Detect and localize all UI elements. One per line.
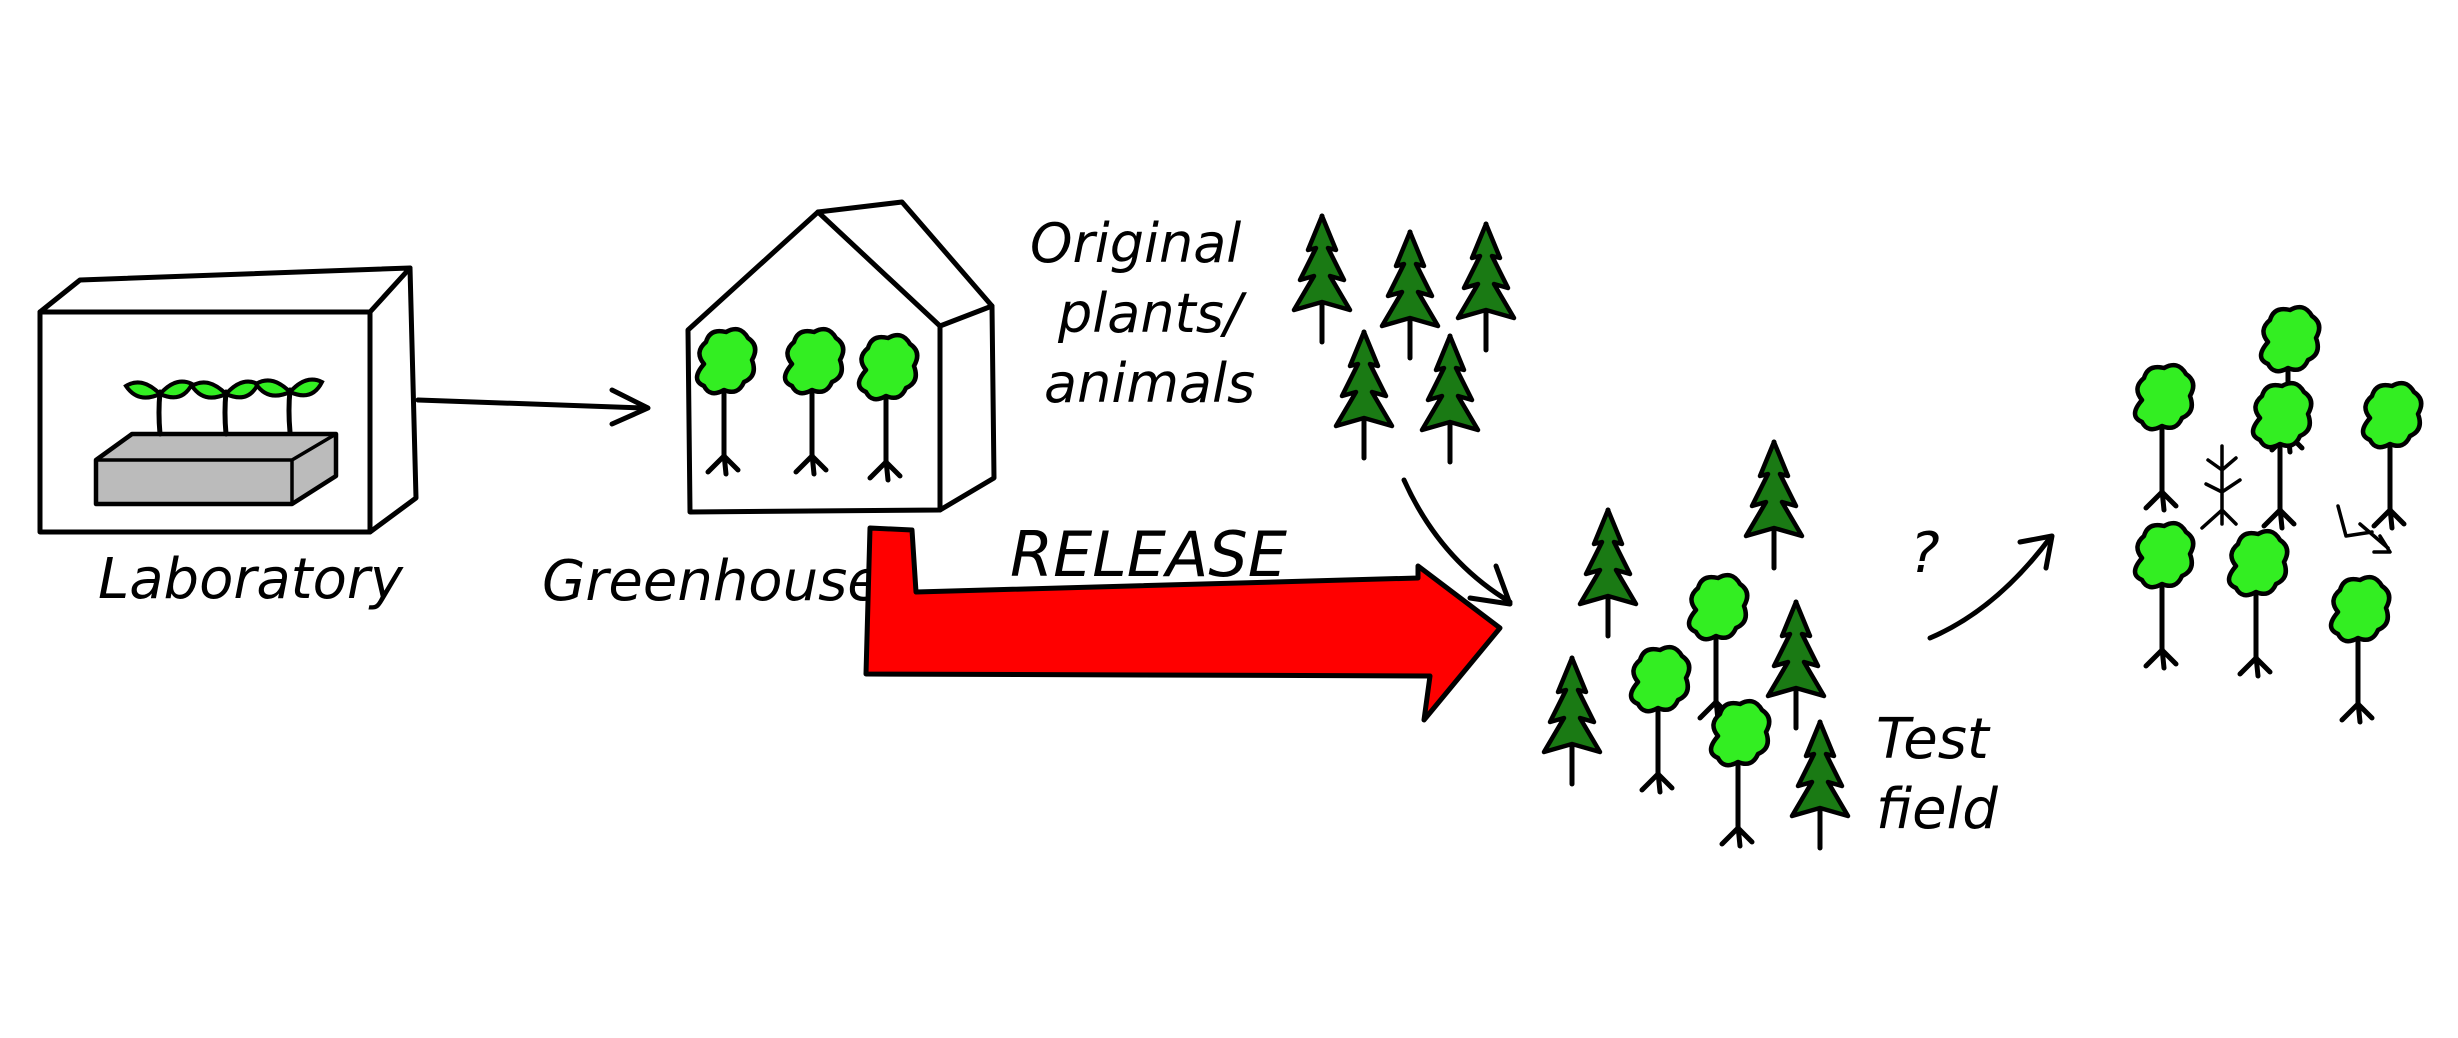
test-field-label-line1: Test (1876, 707, 1991, 772)
greenhouse-icon (685, 199, 997, 515)
original-label-line1: Original (1030, 212, 1241, 275)
laboratory-label: Laboratory (98, 547, 404, 612)
greenhouse-label: Greenhouse (542, 549, 882, 614)
spread-arrow (1927, 533, 2055, 641)
lab-to-greenhouse-arrow (415, 387, 651, 427)
question-mark: ? (1910, 521, 1940, 586)
laboratory-icon (37, 265, 419, 535)
original-label-line3: animals (1044, 352, 1255, 415)
release-label: RELEASE (1010, 518, 1288, 591)
original-label-line2: plants/ (1057, 282, 1248, 345)
test-field-trees (1544, 442, 1848, 848)
spread-outcome-plants (2135, 307, 2421, 722)
originals-to-field-arrow (1401, 477, 1513, 607)
original-conifers (1294, 216, 1514, 462)
test-field-label-line2: field (1876, 777, 1998, 842)
red-release-arrow-icon (863, 525, 1503, 723)
